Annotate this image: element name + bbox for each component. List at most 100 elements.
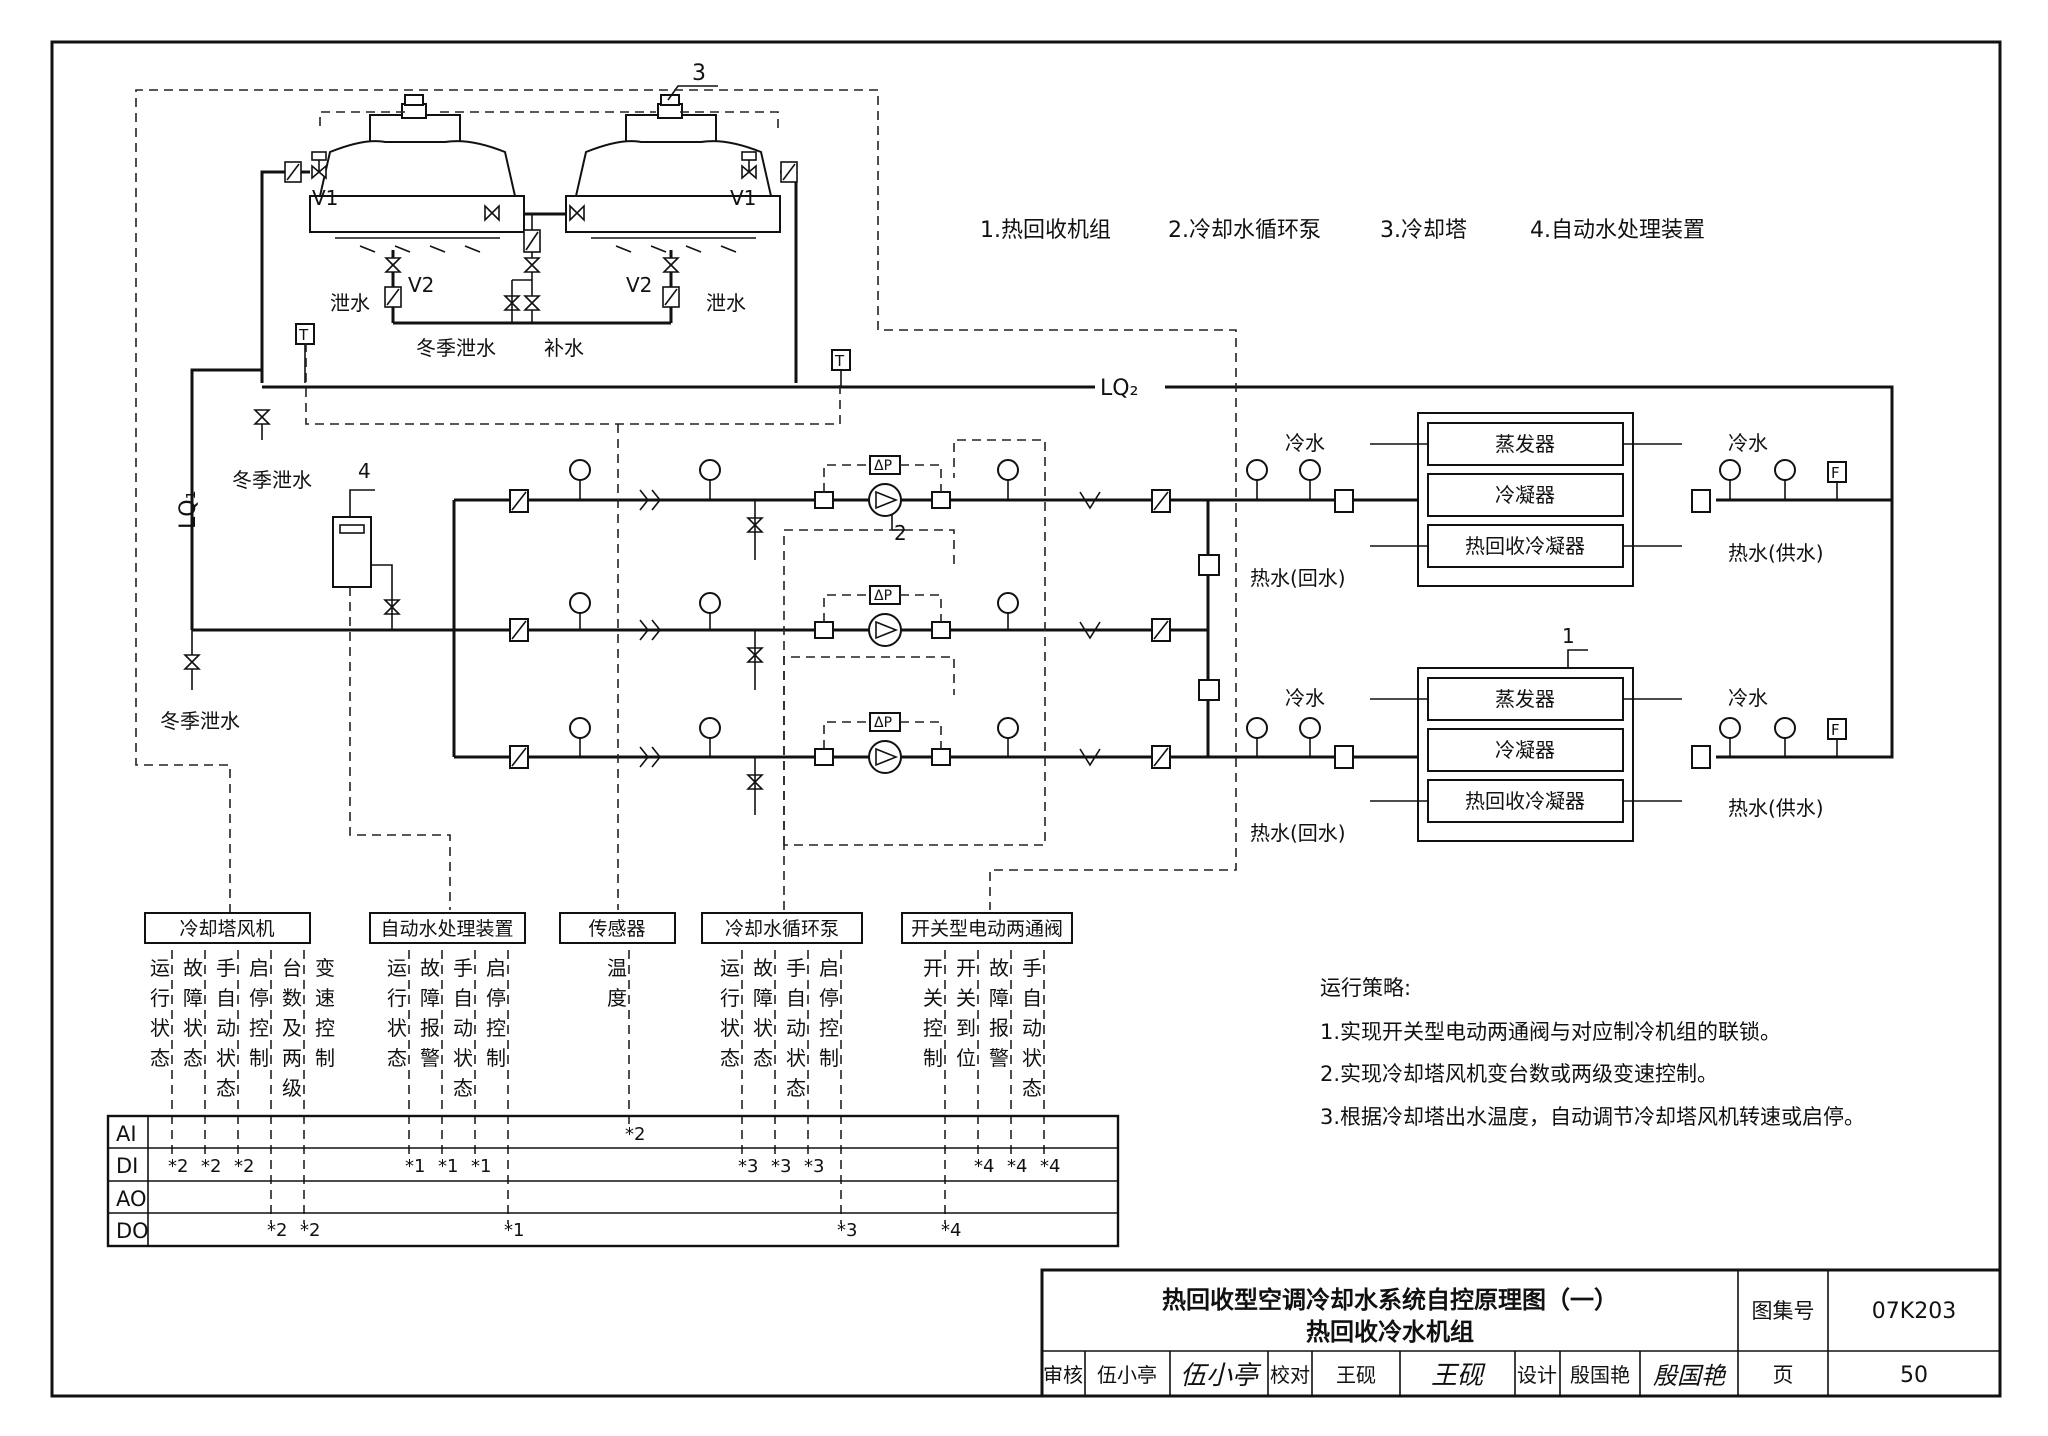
io-signal-char: 态 <box>183 1046 203 1070</box>
io-point-mark: *3 <box>771 1156 791 1177</box>
check-label: 校对 <box>1270 1363 1310 1387</box>
io-signal-char: 两 <box>282 1046 302 1070</box>
io-row-di: DI <box>116 1154 138 1178</box>
chiller-2-cold-in: 冷水 <box>1285 686 1325 710</box>
io-signal-char: 制 <box>486 1046 506 1070</box>
drawing-frame <box>50 40 2002 1398</box>
winter-drain-label-lower: 冬季泄水 <box>160 709 240 733</box>
io-signal-columns: 运行状态*2故障状态*2手自动状态*2启停控制*2台数及两级*2变速控制运行状态… <box>150 950 1060 1241</box>
chiller-1-hr-condenser: 热回收冷凝器 <box>1465 534 1585 558</box>
io-signal-char: 障 <box>420 986 440 1010</box>
atlas-label: 图集号 <box>1752 1299 1815 1323</box>
io-row-do: DO <box>116 1219 149 1243</box>
io-signal-char: 控 <box>819 1016 839 1040</box>
io-point-mark: *1 <box>405 1156 425 1177</box>
chiller-side-instruments: F F <box>1246 459 1847 769</box>
callout-1-label: 1 <box>1562 624 1575 648</box>
chiller-unit-1: 蒸发器 冷凝器 热回收冷凝器 冷水 冷水 热水(回水) 热水(供水) <box>1250 412 1824 590</box>
designer-name: 殷国艳 <box>1570 1363 1630 1387</box>
legend-item-4: 4.自动水处理装置 <box>1530 218 1705 243</box>
io-signal-char: 障 <box>183 986 203 1010</box>
io-signal-char: 数 <box>282 986 302 1010</box>
chiller-1-cold-in: 冷水 <box>1285 431 1325 455</box>
design-label: 设计 <box>1517 1363 1557 1387</box>
io-signal-char: 自 <box>216 986 236 1010</box>
io-signal-char: 度 <box>607 986 627 1010</box>
io-signal-char: 状 <box>216 1046 236 1070</box>
io-point-mark: *4 <box>1007 1156 1027 1177</box>
io-row-ai: AI <box>116 1122 137 1146</box>
io-signal-char: 控 <box>315 1016 335 1040</box>
io-signal-char: 故 <box>420 956 440 980</box>
temperature-sensor-1: T <box>295 323 315 383</box>
io-signal-char: 到 <box>956 1016 976 1040</box>
io-point-mark: *3 <box>837 1220 857 1241</box>
callout-4-label: 4 <box>358 459 371 483</box>
checker-signature: 王砚 <box>1431 1361 1486 1391</box>
io-point-mark: *3 <box>738 1156 758 1177</box>
io-signal-char: 停 <box>249 986 269 1010</box>
io-signal-char: 动 <box>453 1016 473 1040</box>
io-signal-char: 手 <box>216 956 236 980</box>
chiller-2-evaporator: 蒸发器 <box>1495 687 1555 711</box>
review-label: 审核 <box>1043 1363 1083 1387</box>
io-signal-char: 报 <box>989 1016 1009 1040</box>
svg-text:开关型电动两通阀: 开关型电动两通阀 <box>911 918 1063 940</box>
io-signal-char: 停 <box>486 986 506 1010</box>
callout-3: 3 <box>667 61 718 101</box>
io-signal-char: 手 <box>1022 956 1042 980</box>
io-signal-char: 运 <box>387 956 407 980</box>
io-point-mark: *4 <box>1040 1156 1060 1177</box>
io-signal-char: 自 <box>453 986 473 1010</box>
drawing-title: 热回收型空调冷却水系统自控原理图（一） <box>1162 1286 1618 1314</box>
pump-row-2: ΔP <box>509 585 1171 690</box>
io-signal-char: 态 <box>453 1076 473 1100</box>
io-signal-char: 关 <box>923 986 943 1010</box>
drawing-subtitle: 热回收冷水机组 <box>1306 1318 1474 1346</box>
header-valve-lower <box>1198 679 1220 701</box>
io-signal-char: 态 <box>786 1076 806 1100</box>
io-signal-char: 动 <box>1022 1016 1042 1040</box>
io-signal-char: 手 <box>453 956 473 980</box>
strategy-item-1: 1.实现开关型电动两通阀与对应制冷机组的联锁。 <box>1320 1020 1781 1044</box>
io-signal-char: 运 <box>720 956 740 980</box>
io-point-mark: *2 <box>201 1156 221 1177</box>
io-signal-char: 及 <box>282 1016 302 1040</box>
io-point-mark: *2 <box>168 1156 188 1177</box>
strategy-heading: 运行策略: <box>1320 976 1411 1000</box>
io-signal-char: 状 <box>183 1016 203 1040</box>
io-group-cooling-tower-fan: 冷却塔风机 <box>144 912 311 944</box>
io-signal-char: 开 <box>956 956 976 980</box>
io-signal-char: 位 <box>956 1046 976 1070</box>
chiller-1-cold-out: 冷水 <box>1728 431 1768 455</box>
io-signal-char: 启 <box>249 956 269 980</box>
temperature-sensor-2: T <box>831 349 851 387</box>
io-signal-char: 态 <box>216 1076 236 1100</box>
io-point-mark: *2 <box>625 1124 645 1145</box>
io-signal-char: 关 <box>956 986 976 1010</box>
drain-left-label: 泄水 <box>330 291 370 315</box>
legend-item-1: 1.热回收机组 <box>980 218 1111 243</box>
legend-item-3: 3.冷却塔 <box>1380 218 1467 243</box>
io-signal-char: 状 <box>753 1016 773 1040</box>
svg-text:冷却水循环泵: 冷却水循环泵 <box>725 918 839 940</box>
io-group-sensor: 传感器 <box>559 912 676 944</box>
io-signal-char: 态 <box>753 1046 773 1070</box>
io-signal-char: 运 <box>150 956 170 980</box>
drain-right-label: 泄水 <box>706 291 746 315</box>
io-signal-char: 状 <box>387 1016 407 1040</box>
callout-1: 1 <box>1562 624 1588 668</box>
pump-row-1: ΔP 2 <box>509 455 1171 560</box>
io-signal-char: 态 <box>150 1046 170 1070</box>
makeup-water-label: 补水 <box>544 336 584 360</box>
io-signal-char: 故 <box>183 956 203 980</box>
io-signal-char: 制 <box>819 1046 839 1070</box>
svg-text:F: F <box>1831 721 1840 739</box>
io-signal-char: 控 <box>486 1016 506 1040</box>
io-signal-char: 状 <box>786 1046 806 1070</box>
io-signal-char: 控 <box>249 1016 269 1040</box>
svg-text:ΔP: ΔP <box>874 588 892 604</box>
io-point-mark: *4 <box>941 1220 961 1241</box>
io-signal-char: 手 <box>786 956 806 980</box>
